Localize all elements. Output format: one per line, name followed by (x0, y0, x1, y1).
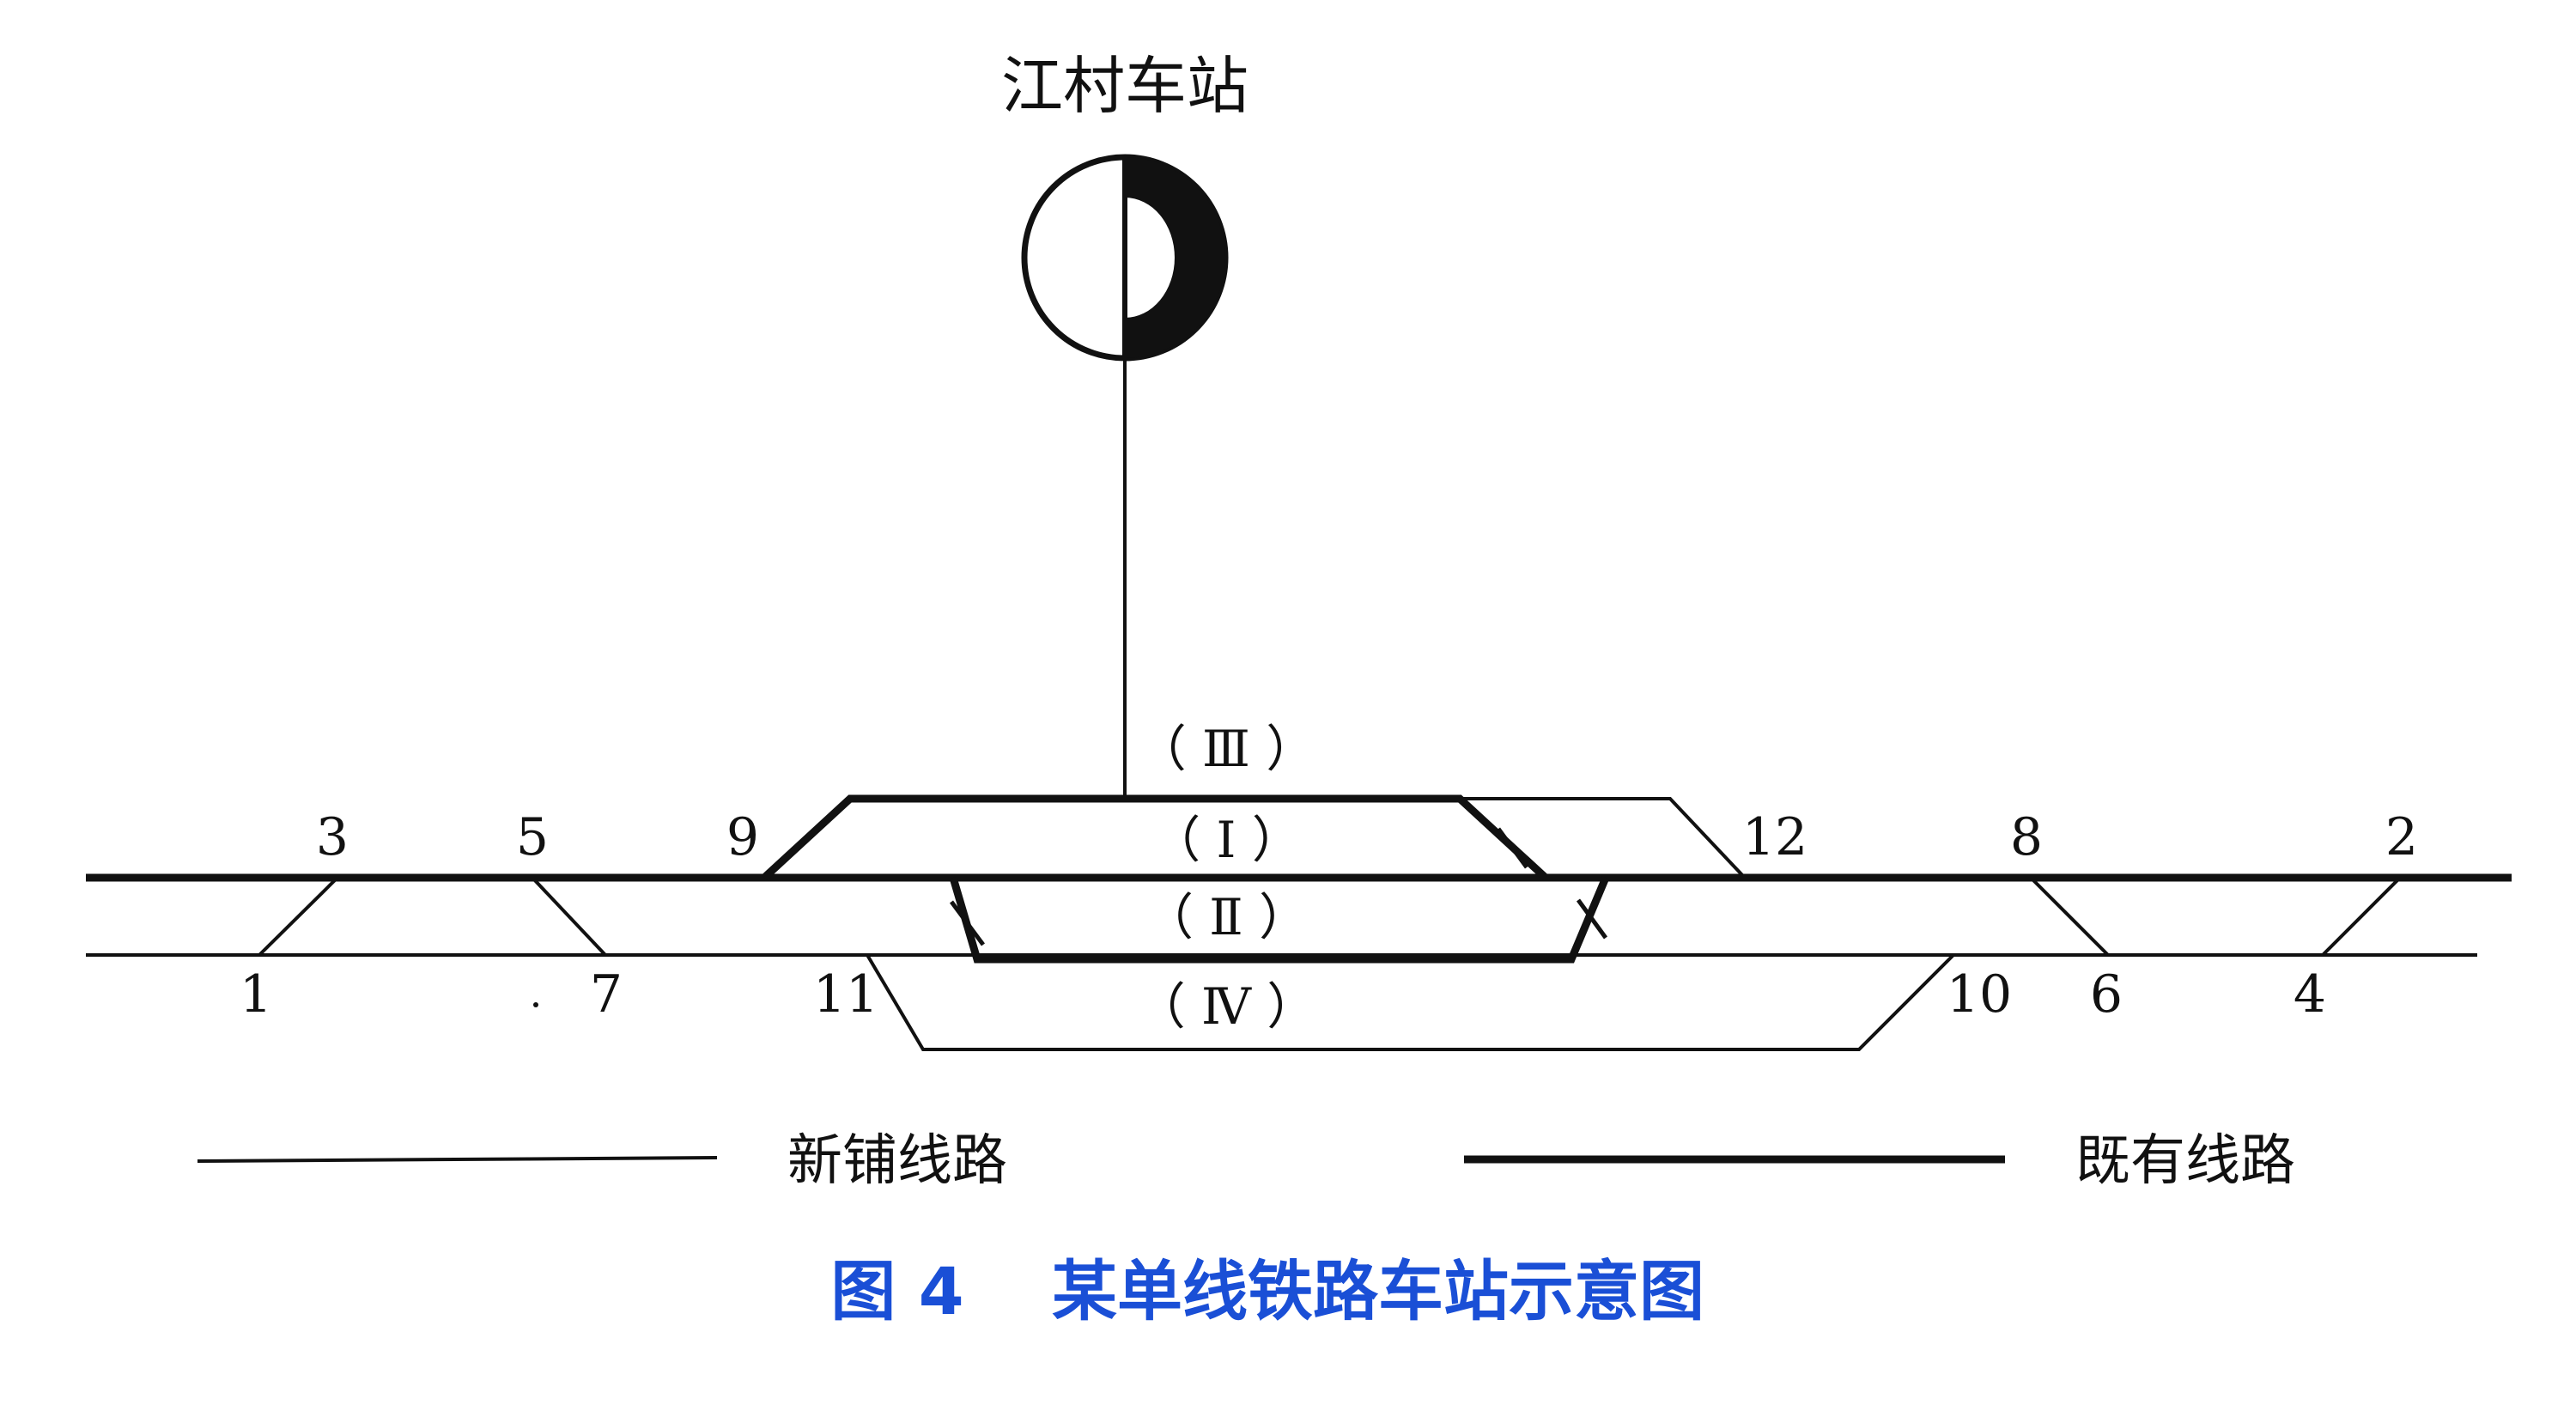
caption-title: 某单线铁路车站示意图 (1052, 1253, 1704, 1329)
track-label-II: （ Ⅱ ） (1144, 888, 1309, 946)
legend-new-line-label: 新铺线路 (787, 1129, 1007, 1193)
switch-6: 6 (2090, 964, 2123, 1025)
caption: 图 4 某单线铁路车站示意图 (830, 1253, 1704, 1329)
switch-3: 3 (316, 807, 349, 867)
track-label-III: （ Ⅲ ） (1137, 720, 1316, 778)
legend-existing-line-label: 既有线路 (2075, 1129, 2295, 1193)
switch-9: 9 (726, 807, 759, 867)
new-tracks (86, 797, 2477, 1051)
switch-12: 12 (1742, 807, 1807, 867)
switch-8: 8 (2010, 807, 2043, 867)
track-label-I: （ Ⅰ ） (1151, 811, 1302, 869)
station-name: 江村车站 (1001, 50, 1249, 122)
crossover-2-4 (2321, 876, 2402, 957)
track-III-right (1460, 797, 1745, 878)
crossover-8-6 (2029, 876, 2110, 957)
track-IV (866, 953, 1955, 1051)
switch-10: 10 (1947, 964, 2012, 1025)
cut-marks (949, 827, 1608, 946)
switch-4: 4 (2293, 964, 2326, 1025)
caption-number: 图 4 (830, 1253, 963, 1329)
switch-1: 1 (240, 964, 272, 1025)
legend-new-line-sample (197, 1156, 718, 1163)
track-label-IV: （ Ⅳ ） (1136, 977, 1317, 1036)
legend: 新铺线路 既有线路 (197, 1129, 2295, 1193)
stray-dot (533, 1002, 538, 1007)
switch-11: 11 (813, 964, 878, 1025)
crossover-5-7 (531, 876, 607, 957)
switch-5: 5 (516, 807, 549, 867)
station-signal-icon (1021, 154, 1229, 362)
crossover-1-3 (258, 876, 339, 957)
switch-2: 2 (2385, 807, 2418, 867)
switch-7: 7 (590, 964, 623, 1025)
